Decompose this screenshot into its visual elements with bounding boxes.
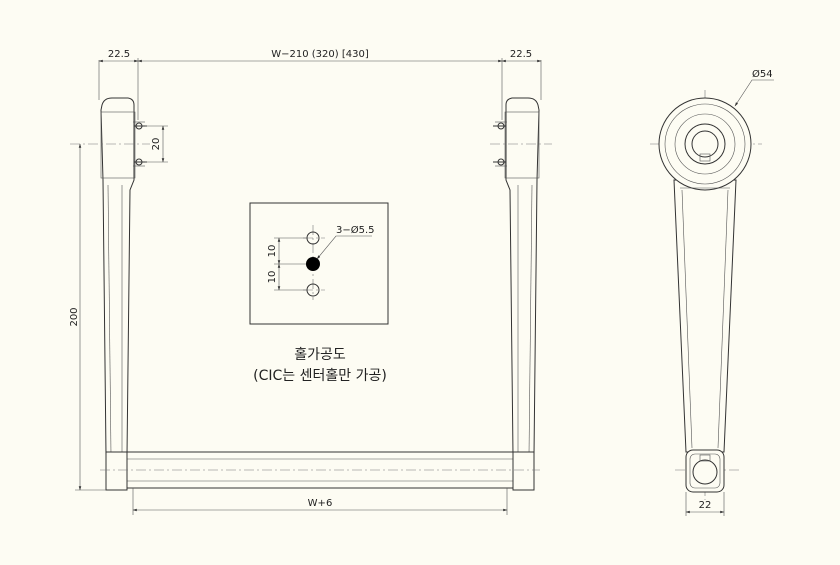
dim-left-offset: 22.5: [108, 49, 130, 60]
side-hub-outer: [658, 97, 752, 191]
dim-hole-spacing-lower: 10: [267, 271, 278, 284]
dim-mount-spacing: 20: [151, 138, 162, 151]
handle-bar: [105, 451, 535, 491]
side-view: Ø54 22: [650, 68, 774, 516]
front-view: 22.5 W−210 (320) [430] 22.5 20 200 W+6: [69, 49, 552, 515]
note-title: 홀가공도: [294, 347, 346, 363]
hole-detail-frame: [249, 202, 389, 325]
dim-right-offset: 22.5: [510, 49, 532, 60]
hole-center: [306, 257, 320, 271]
dim-side-width: 22: [699, 500, 712, 511]
right-arm: [493, 97, 540, 491]
side-hub-bore: [691, 130, 719, 158]
dim-bottom-width: W+6: [308, 498, 333, 509]
dim-side-diameter: Ø54: [752, 68, 773, 80]
note-subtitle: (CIC는 센터홀만 가공): [253, 368, 387, 384]
dim-hole-spacing-upper: 10: [267, 245, 278, 258]
hole-callout: 3−Ø5.5: [336, 224, 375, 236]
dim-height: 200: [69, 307, 80, 326]
dim-width: W−210 (320) [430]: [271, 49, 369, 60]
hole-detail: 10 10 3−Ø5.5: [249, 202, 389, 325]
side-bottom-boss: [685, 449, 725, 493]
left-arm: [100, 97, 147, 491]
